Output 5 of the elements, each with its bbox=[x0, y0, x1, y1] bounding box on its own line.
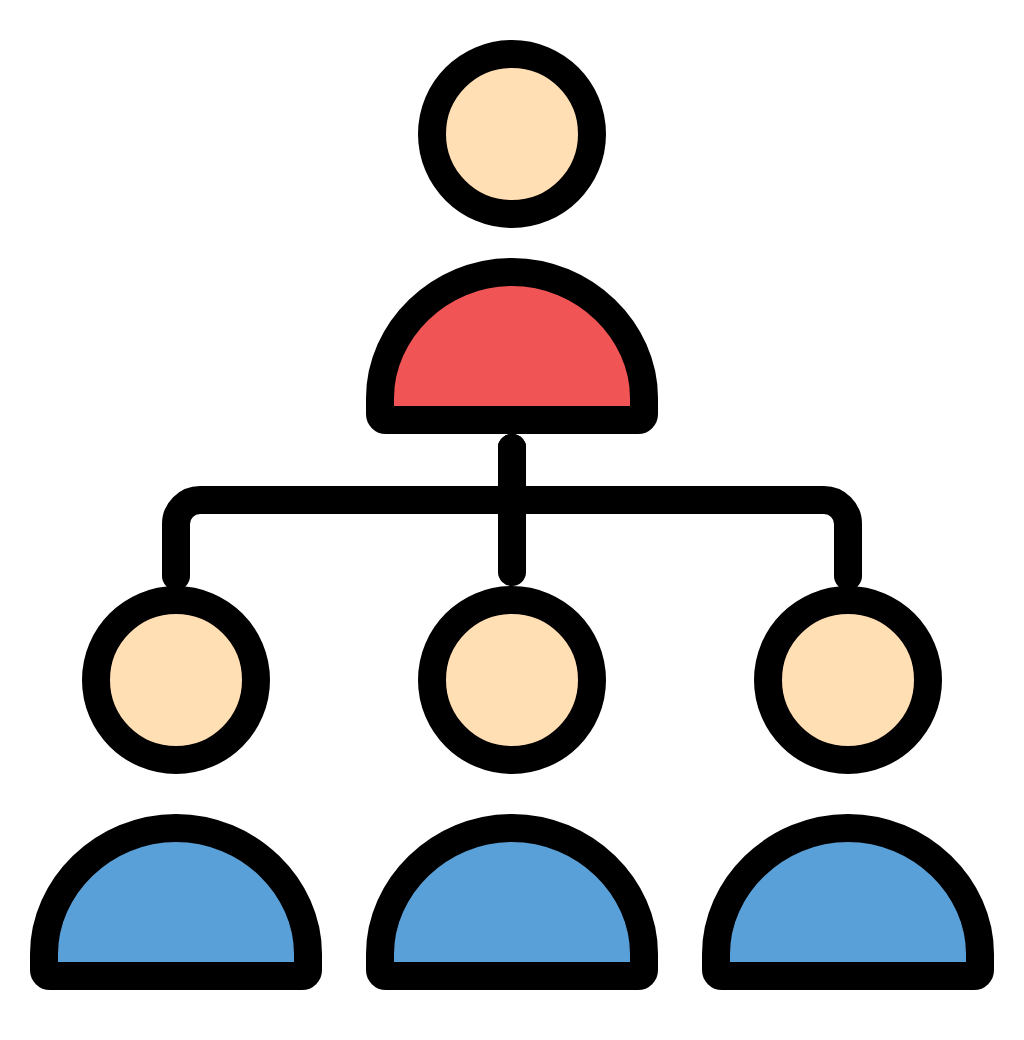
connector-line bbox=[498, 434, 862, 590]
person-icon bbox=[366, 586, 658, 990]
person-icon bbox=[30, 586, 322, 990]
person-icon bbox=[702, 586, 994, 990]
person-icon bbox=[366, 40, 658, 434]
